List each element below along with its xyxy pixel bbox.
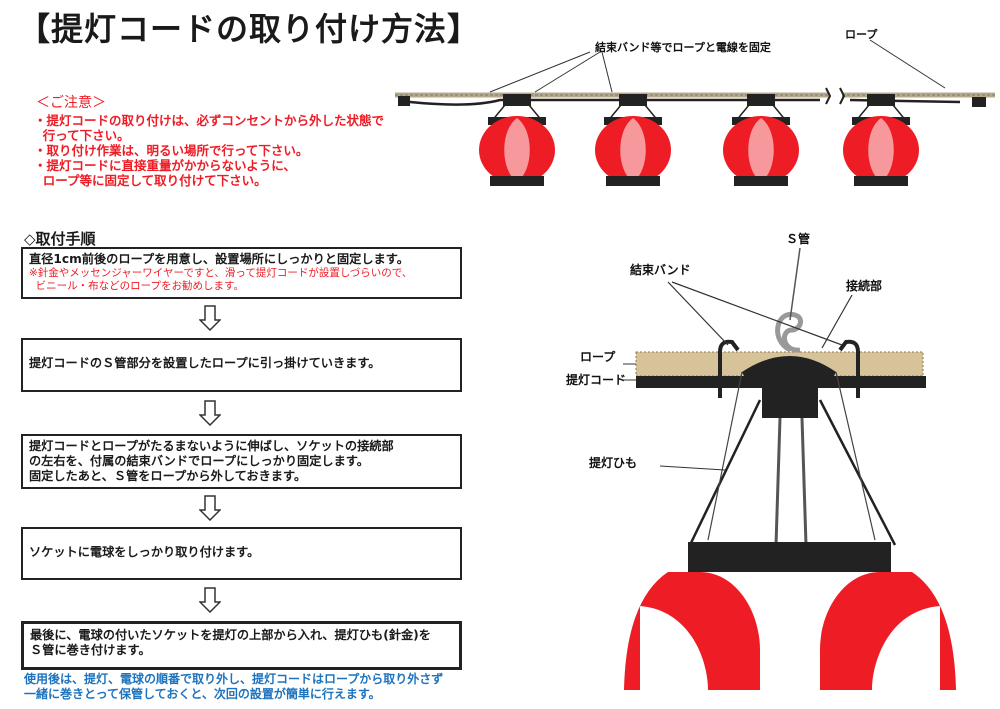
- after-use-line: 一緒に巻きとって保管しておくと、次回の設置が簡単に行えます。: [24, 687, 381, 701]
- step-3-text: 提灯コードとロープがたるまないように伸ばし、ソケットの接続部: [29, 439, 394, 453]
- step-2-box: 提灯コードのＳ管部分を設置したロープに引っ掛けていきます。: [21, 338, 462, 392]
- lantern-icon: [595, 94, 671, 186]
- lantern-icon: [843, 94, 919, 186]
- detail-diagram: Ｓ管 結束バンド 接続部 ロープ 提灯コード 提灯ひも: [566, 231, 956, 690]
- cord-label: 提灯コード: [566, 372, 626, 387]
- step-1-note: ビニール・布などのロープをお勧めします。: [29, 280, 244, 292]
- plug-icon: [398, 96, 410, 106]
- down-arrow-icon: [199, 587, 221, 613]
- page-title: 【提灯コードの取り付け方法】: [18, 10, 481, 48]
- step-1-note: ※針金やメッセンジャーワイヤーですと、滑って提灯コードが設置しづらいので、: [29, 267, 413, 279]
- lantern-icon: [479, 94, 555, 186]
- step-3-text: の左右を、付属の結束バンドでロープにしっかり固定します。: [29, 454, 369, 468]
- rope-label: ロープ: [580, 349, 616, 364]
- step-5-text: Ｓ管に巻き付けます。: [30, 643, 151, 657]
- step-4-text: ソケットに電球をしっかり取り付けます。: [29, 545, 260, 559]
- s-tube-label: Ｓ管: [786, 231, 810, 246]
- cord-line: [409, 98, 961, 106]
- caution-line: ・提灯コードに直接重量がかからないように、: [34, 158, 296, 173]
- step-5-box: 最後に、電球の付いたソケットを提灯の上部から入れ、提灯ひも(針金)を Ｓ管に巻き…: [21, 621, 462, 670]
- procedure-heading: ◇取付手順: [24, 230, 96, 248]
- step-4-box: ソケットに電球をしっかり取り付けます。: [21, 527, 462, 580]
- caution-line: ・取り付け作業は、明るい場所で行って下さい。: [34, 143, 309, 158]
- joint-label: 接続部: [846, 278, 882, 293]
- after-use-note: 使用後は、提灯、電球の順番で取り外し、提灯コードはロープから取り外さず 一緒に巻…: [24, 672, 443, 702]
- step-3-box: 提灯コードとロープがたるまないように伸ばし、ソケットの接続部 の左右を、付属の結…: [21, 434, 462, 489]
- step-1-text: 直径1cm前後のロープを用意し、設置場所にしっかりと固定します。: [29, 252, 409, 266]
- string-label: 提灯ひも: [589, 455, 637, 470]
- down-arrow-icon: [199, 400, 221, 426]
- step-5-text: 最後に、電球の付いたソケットを提灯の上部から入れ、提灯ひも(針金)を: [30, 628, 431, 642]
- caution-line: ・提灯コードの取り付けは、必ずコンセントから外した状態で: [34, 113, 385, 128]
- band-label: 結束バンド: [630, 262, 691, 277]
- down-arrow-icon: [199, 305, 221, 331]
- step-2-text: 提灯コードのＳ管部分を設置したロープに引っ掛けていきます。: [29, 356, 381, 370]
- step-3-text: 固定したあと、Ｓ管をロープから外しておきます。: [29, 469, 307, 483]
- after-use-line: 使用後は、提灯、電球の順番で取り外し、提灯コードはロープから取り外さず: [24, 672, 444, 686]
- caution-block: ＜ご注意＞ ・提灯コードの取り付けは、必ずコンセントから外した状態で 行って下さ…: [34, 95, 385, 189]
- caution-line: ロープ等に固定して取り付けて下さい。: [34, 173, 267, 188]
- plug-icon: [972, 97, 986, 107]
- step-1-box: 直径1cm前後のロープを用意し、設置場所にしっかりと固定します。 ※針金やメッセ…: [21, 247, 462, 299]
- caution-line: 行って下さい。: [34, 128, 130, 143]
- lantern-icon: [723, 94, 799, 186]
- rope-label-top: ロープ: [845, 27, 878, 41]
- band-label-top: 結束バンド等でロープと電線を固定: [595, 40, 771, 54]
- down-arrow-icon: [199, 495, 221, 521]
- caution-heading: ＜ご注意＞: [36, 95, 106, 111]
